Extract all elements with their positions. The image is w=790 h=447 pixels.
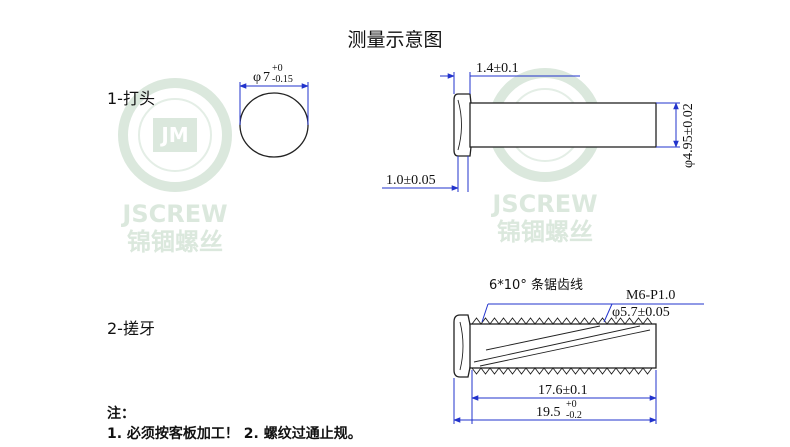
thread-helix: [479, 329, 651, 367]
head-top-view: φ 7 +0 -0.15: [239, 63, 309, 158]
thread-teeth-bottom: [471, 367, 653, 375]
watermark-ring: [118, 78, 232, 192]
shank-diameter-label: φ4.95±0.02: [681, 103, 696, 168]
head-circle: [239, 92, 309, 158]
leader-line: [603, 303, 613, 323]
under-head-label: 1.0±0.05: [386, 173, 436, 188]
total-length-nominal: 19.5: [536, 405, 561, 420]
part1-shank: [469, 102, 657, 148]
head-dia-symbol: φ: [253, 70, 261, 85]
part1-head: [453, 93, 473, 157]
watermark-logo-text: JM: [159, 123, 188, 147]
watermark-brand-cn: 锦锢螺丝: [127, 228, 223, 256]
thread-minor-label: φ5.7±0.05: [612, 305, 670, 320]
part2-shank: [469, 323, 657, 369]
watermark-logo-box: [153, 118, 197, 152]
part1-side-view: 1.4±0.1 φ4.95±0.02 1.0±0.05: [382, 61, 696, 192]
page-title: 测量示意图: [347, 29, 442, 51]
notes-text: 1. 必须按客板加工！ 2. 螺纹过通止规。: [107, 425, 362, 442]
head-dia-nominal: 7: [263, 70, 270, 85]
head-thickness-label: 1.4±0.1: [476, 61, 519, 76]
thread-helix: [473, 325, 641, 363]
notes-heading: 注：: [107, 405, 135, 422]
section2-label: 2-搓牙: [107, 319, 155, 338]
head-dia-upper-tol: +0: [272, 63, 283, 74]
thread-length-label: 17.6±0.1: [538, 383, 588, 398]
leader-line: [481, 303, 489, 323]
thread-helix: [485, 325, 601, 351]
watermark-brand-en: JSCREW: [490, 190, 597, 218]
watermark-right: JM JSCREW 锦锢螺丝: [488, 68, 602, 246]
head-fillet: [459, 321, 464, 371]
total-length-upper-tol: +0: [566, 399, 577, 410]
thread-note-label: 6*10° 条锯齿线: [489, 277, 583, 293]
watermark-left: JM JSCREW 锦锢螺丝: [118, 78, 232, 256]
part2-side-view: 6*10° 条锯齿线 M6-P1.0 φ5.7±0.05 17.6±0.1 19…: [453, 277, 704, 424]
total-length-lower-tol: -0.2: [566, 410, 582, 421]
section1-label: 1-打头: [107, 89, 155, 108]
thread-spec-label: M6-P1.0: [626, 288, 675, 303]
watermark-brand-cn: 锦锢螺丝: [497, 218, 593, 246]
watermark-brand-en: JSCREW: [120, 200, 227, 228]
watermark-inner-ring: [138, 98, 212, 172]
head-fillet: [457, 99, 462, 151]
thread-teeth-top: [471, 317, 653, 325]
head-dia-lower-tol: -0.15: [272, 74, 293, 85]
